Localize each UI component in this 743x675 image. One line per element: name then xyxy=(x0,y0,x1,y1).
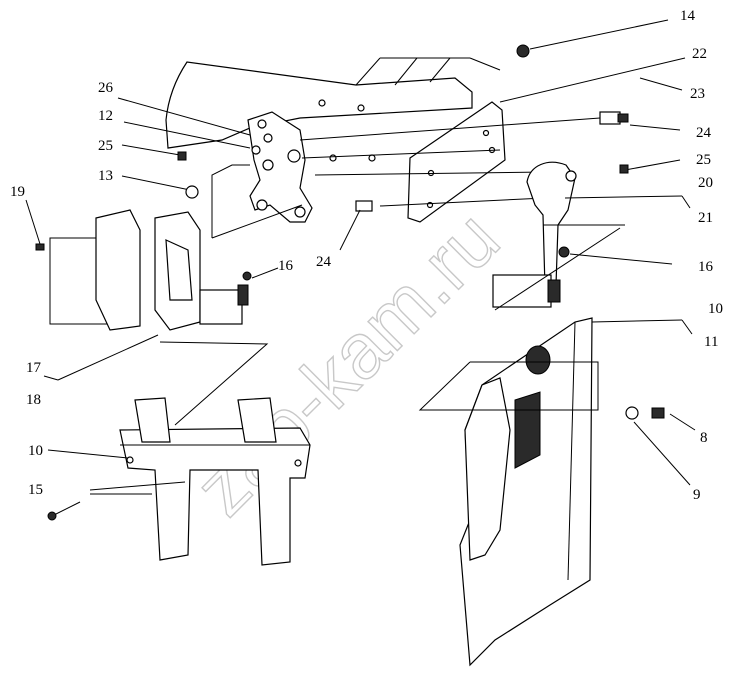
callout-21: 21 xyxy=(698,210,713,226)
callout-16-left: 16 xyxy=(278,258,294,274)
callout-9: 9 xyxy=(693,487,701,503)
callout-14: 14 xyxy=(680,8,696,24)
callout-24-center: 24 xyxy=(316,254,332,270)
callout-labels: 14 22 23 26 12 25 13 19 24 25 20 21 24 1… xyxy=(10,8,723,503)
callout-18: 18 xyxy=(26,392,41,408)
callout-13: 13 xyxy=(98,168,113,184)
callout-12: 12 xyxy=(98,108,113,124)
left-bracket-17 xyxy=(35,209,252,331)
callout-20: 20 xyxy=(698,175,713,191)
callout-26: 26 xyxy=(98,80,114,96)
callout-25-left: 25 xyxy=(98,138,113,154)
callout-22: 22 xyxy=(692,46,707,62)
lower-cross-member-10 xyxy=(47,341,311,566)
callout-15: 15 xyxy=(28,482,43,498)
callout-11: 11 xyxy=(704,334,718,350)
callout-19: 19 xyxy=(10,184,25,200)
callout-10-left: 10 xyxy=(28,443,43,459)
bracket-26-12 xyxy=(211,99,376,239)
callout-17: 17 xyxy=(26,360,42,376)
watermark: zap-kam.ru xyxy=(178,194,516,532)
callout-16-right: 16 xyxy=(698,259,714,275)
callout-25-right: 25 xyxy=(696,152,711,168)
top-flap-panel xyxy=(165,57,501,149)
right-bracket-20 xyxy=(492,161,625,311)
callout-24-right: 24 xyxy=(696,125,712,141)
right-large-flap-10 xyxy=(418,317,665,667)
mounting-plate-22 xyxy=(299,101,629,223)
leader-lines xyxy=(25,19,696,486)
callout-8: 8 xyxy=(700,430,708,446)
callout-23: 23 xyxy=(690,86,705,102)
callout-10-right: 10 xyxy=(708,301,723,317)
